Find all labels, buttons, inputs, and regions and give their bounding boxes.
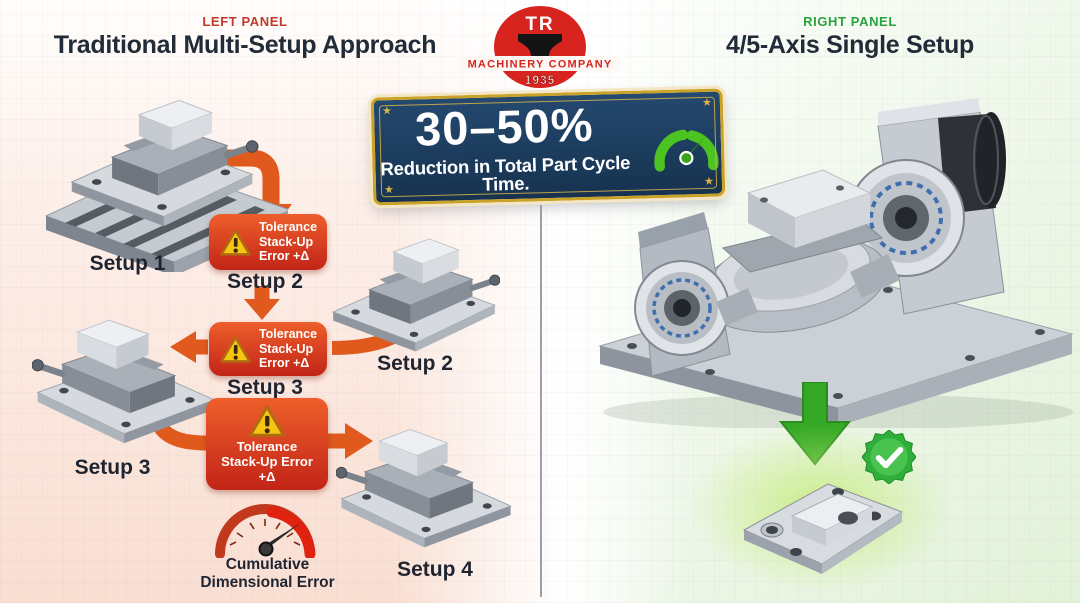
- left-panel-kicker: LEFT PANEL: [202, 14, 288, 29]
- setup-2-label: Setup 2: [377, 352, 453, 375]
- badge-line: Tolerance: [236, 439, 298, 455]
- speedometer-green-icon: [654, 129, 719, 172]
- badge-line: Error +Δ: [258, 356, 310, 371]
- left-panel-header: LEFT PANEL Traditional Multi-Setup Appro…: [30, 14, 460, 60]
- badge-line: +Δ: [258, 469, 276, 485]
- setup-3-label: Setup 3: [74, 456, 151, 479]
- arrowhead-into-setup3: [170, 331, 196, 363]
- setup-1-label: Setup 1: [89, 252, 166, 275]
- setup-4-label: Setup 4: [397, 558, 473, 581]
- logo-monogram: TR: [525, 14, 554, 35]
- badge-line: Stack-Up: [258, 234, 314, 249]
- badge-line: Tolerance: [258, 220, 318, 235]
- setup-3-step-label: Setup 3: [227, 376, 303, 399]
- company-logo: TR MACHINERY COMPANY 1935: [452, 4, 628, 90]
- speedometer-red-icon: [215, 504, 316, 558]
- cumulative-error-label: Cumulative Dimensional Error: [175, 556, 360, 592]
- setup-2-step-label: Setup 2: [227, 270, 303, 293]
- arrow-setup1-to-badge1: [203, 149, 280, 206]
- right-panel-title: 4/5-Axis Single Setup: [726, 31, 974, 59]
- arrowhead-into-setup4: [345, 423, 373, 459]
- panel-divider: [540, 205, 542, 597]
- logo-company-text: MACHINERY COMPANY: [468, 59, 613, 71]
- setup-4-machine-illustration: [336, 416, 516, 560]
- setup-3-machine-illustration: [32, 306, 220, 456]
- logo-year: 1935: [525, 73, 556, 87]
- finished-part-illustration: [742, 483, 904, 574]
- tolerance-badge-3: Tolerance Stack-Up Error +Δ: [206, 398, 328, 490]
- cumulative-error-line1: Cumulative: [225, 556, 310, 573]
- cumulative-error-line2: Dimensional Error: [200, 573, 335, 591]
- tolerance-badge-2: Tolerance Stack-Up Error +Δ: [209, 322, 327, 376]
- badge-line: Stack-Up: [258, 341, 314, 356]
- right-panel-kicker: RIGHT PANEL: [803, 14, 897, 29]
- arrowhead-into-badge2: [244, 299, 280, 320]
- cycle-time-banner: ★ ★ ★ ★ 30–50% Reduction in Total Part C…: [367, 85, 729, 209]
- anvil-icon: [518, 34, 562, 57]
- badge-line: Stack-Up Error: [221, 454, 313, 470]
- right-panel-header: RIGHT PANEL 4/5-Axis Single Setup: [655, 14, 1045, 60]
- process-flow-arrows: [150, 149, 406, 459]
- badge-line: Tolerance: [258, 327, 318, 342]
- left-panel-title: Traditional Multi-Setup Approach: [53, 31, 437, 59]
- tolerance-badge-1: Tolerance Stack-Up Error +Δ: [209, 214, 327, 270]
- warning-triangle-icon: [220, 229, 251, 256]
- setup-2-machine-illustration: [328, 226, 500, 352]
- check-seal-icon: [862, 430, 916, 484]
- warning-triangle-icon: [248, 405, 286, 437]
- badge-line: Error +Δ: [258, 249, 310, 264]
- warning-triangle-icon: [220, 336, 251, 363]
- trunnion-machine-illustration: [598, 98, 1074, 428]
